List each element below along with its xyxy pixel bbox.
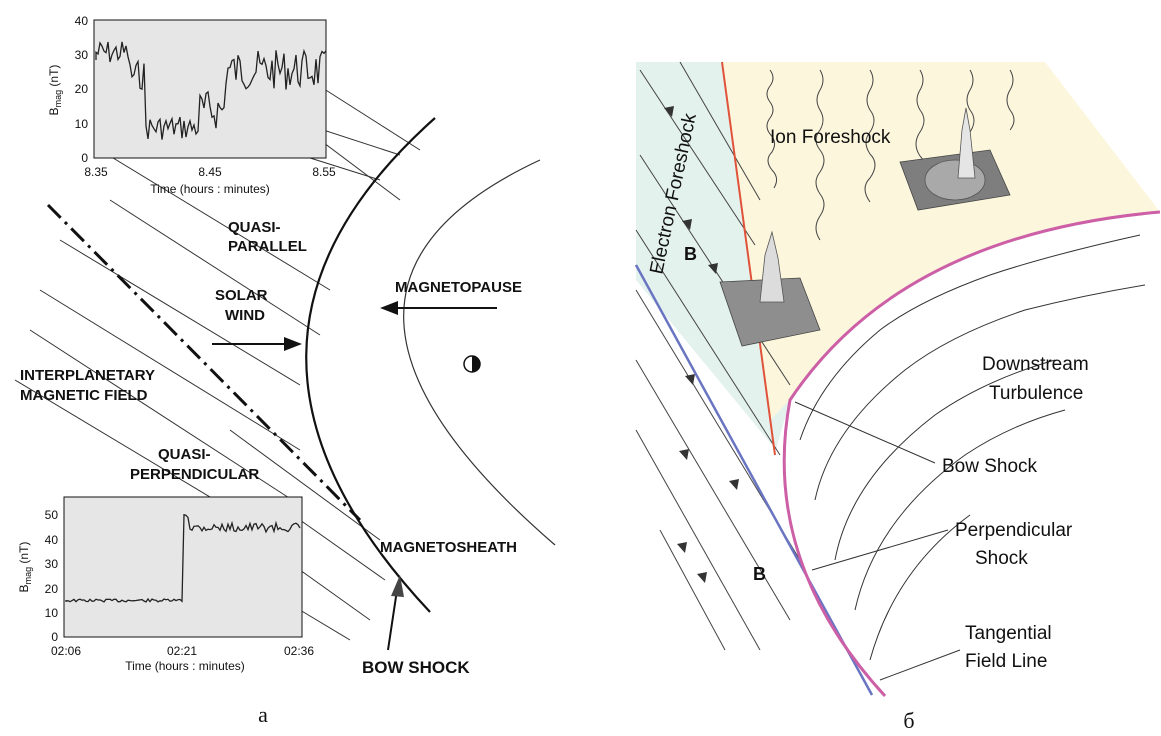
- distribution-inset-right: [899, 107, 1011, 211]
- label-quasi-perpendicular: QUASI- PERPENDICULAR: [130, 446, 259, 483]
- svg-text:50: 50: [45, 508, 59, 522]
- label-downstream-turbulence: Downstream Turbulence: [982, 354, 1089, 404]
- top-plot-trace: [95, 41, 327, 140]
- svg-text:02:06: 02:06: [51, 644, 81, 658]
- field-line-arrows: [664, 106, 739, 583]
- bottom-plot-yticks: 0 10 20 30 40 50: [45, 508, 59, 644]
- label-bow-shock-b: Bow Shock: [942, 456, 1038, 477]
- ion-foreshock-region: [722, 62, 1160, 420]
- label-leader-lines: [794, 401, 961, 681]
- bow-shock-arrow: [387, 575, 404, 651]
- bow-shock-curve-b: [782, 210, 1161, 698]
- distribution-inset-left: [719, 230, 821, 347]
- ion-foreshock-boundary: [721, 61, 776, 456]
- svg-text:8.55: 8.55: [312, 165, 336, 179]
- svg-text:20: 20: [45, 582, 59, 596]
- svg-text:INTERPLANETARY: INTERPLANETARY: [20, 367, 155, 384]
- svg-text:Tangential: Tangential: [965, 623, 1052, 644]
- svg-text:Downstream: Downstream: [982, 354, 1089, 375]
- label-magnetopause: MAGNETOPAUSE: [395, 279, 522, 296]
- panel-a: QUASI- PARALLEL SOLAR WIND MAGNETOPAUSE …: [14, 14, 556, 727]
- svg-text:40: 40: [45, 533, 59, 547]
- solar-wind-arrow: [212, 337, 302, 351]
- svg-text:PARALLEL: PARALLEL: [228, 238, 307, 255]
- bottom-plot-ylabel: Bmag (nT): [17, 542, 33, 593]
- top-inset-plot: 0 10 20 30 40 8.35 8.45 8.55 Time (hours…: [47, 14, 336, 196]
- tangential-field-line: [634, 264, 874, 696]
- svg-text:0: 0: [51, 630, 58, 644]
- magnetopause-arrow: [380, 301, 497, 315]
- svg-text:0: 0: [81, 151, 88, 165]
- magnetopause-curve: [403, 159, 556, 546]
- earth-icon: [463, 355, 481, 373]
- panel-b: Electron Foreshock Ion Foreshock B B Dow…: [634, 61, 1161, 733]
- svg-text:Shock: Shock: [975, 548, 1028, 569]
- label-perpendicular-shock: Perpendicular Shock: [955, 520, 1073, 569]
- bottom-plot-trace: [65, 513, 301, 603]
- svg-text:WIND: WIND: [225, 307, 265, 324]
- downstream-turbulence-lines: [799, 234, 1146, 661]
- label-b-upper: B: [684, 244, 697, 264]
- bow-shock-curve: [305, 117, 436, 613]
- top-plot-xlabel: Time (hours : minutes): [150, 182, 270, 196]
- svg-text:Turbulence: Turbulence: [989, 383, 1083, 404]
- caption-a: а: [258, 702, 268, 727]
- label-tangential-field-line: Tangential Field Line: [965, 623, 1052, 672]
- label-magnetosheath: MAGNETOSHEATH: [380, 539, 517, 556]
- downstream-region: [784, 212, 1160, 700]
- svg-text:10: 10: [45, 606, 59, 620]
- ion-foreshock-wavy-lines: [766, 69, 1015, 241]
- label-solar-wind: SOLAR WIND: [215, 287, 268, 324]
- bottom-plot-xticks: 02:06 02:21 02:36: [51, 644, 314, 658]
- label-quasi-parallel: QUASI- PARALLEL: [228, 219, 307, 255]
- svg-text:PERPENDICULAR: PERPENDICULAR: [130, 466, 259, 483]
- svg-text:QUASI-: QUASI-: [158, 446, 211, 463]
- top-plot-yticks: 0 10 20 30 40: [75, 14, 89, 165]
- svg-text:40: 40: [75, 14, 89, 28]
- caption-b: б: [903, 708, 914, 733]
- svg-text:02:21: 02:21: [167, 644, 197, 658]
- label-bow-shock: BOW SHOCK: [362, 658, 470, 677]
- bottom-inset-plot: 0 10 20 30 40 50 02:06 02:21 02:36 Time …: [17, 496, 314, 673]
- svg-text:SOLAR: SOLAR: [215, 287, 268, 304]
- tangential-imf-line: [46, 203, 362, 522]
- svg-text:30: 30: [45, 557, 59, 571]
- label-b-lower: B: [753, 564, 766, 584]
- svg-text:8.45: 8.45: [198, 165, 222, 179]
- label-ion-foreshock: Ion Foreshock: [770, 127, 891, 148]
- label-imf: INTERPLANETARY MAGNETIC FIELD: [20, 367, 155, 404]
- electron-foreshock-region: [636, 62, 790, 450]
- bottom-plot-xlabel: Time (hours : minutes): [125, 659, 245, 673]
- top-plot-ylabel: Bmag (nT): [47, 65, 63, 116]
- svg-text:02:36: 02:36: [284, 644, 314, 658]
- svg-text:MAGNETIC FIELD: MAGNETIC FIELD: [20, 387, 148, 404]
- svg-text:30: 30: [75, 48, 89, 62]
- svg-text:Field Line: Field Line: [965, 651, 1047, 672]
- svg-text:10: 10: [75, 117, 89, 131]
- svg-text:20: 20: [75, 82, 89, 96]
- imf-field-lines: [14, 79, 421, 641]
- svg-text:Perpendicular: Perpendicular: [955, 520, 1073, 541]
- top-plot-xticks: 8.35 8.45 8.55: [84, 165, 336, 179]
- svg-text:QUASI-: QUASI-: [228, 219, 281, 236]
- svg-text:8.35: 8.35: [84, 165, 108, 179]
